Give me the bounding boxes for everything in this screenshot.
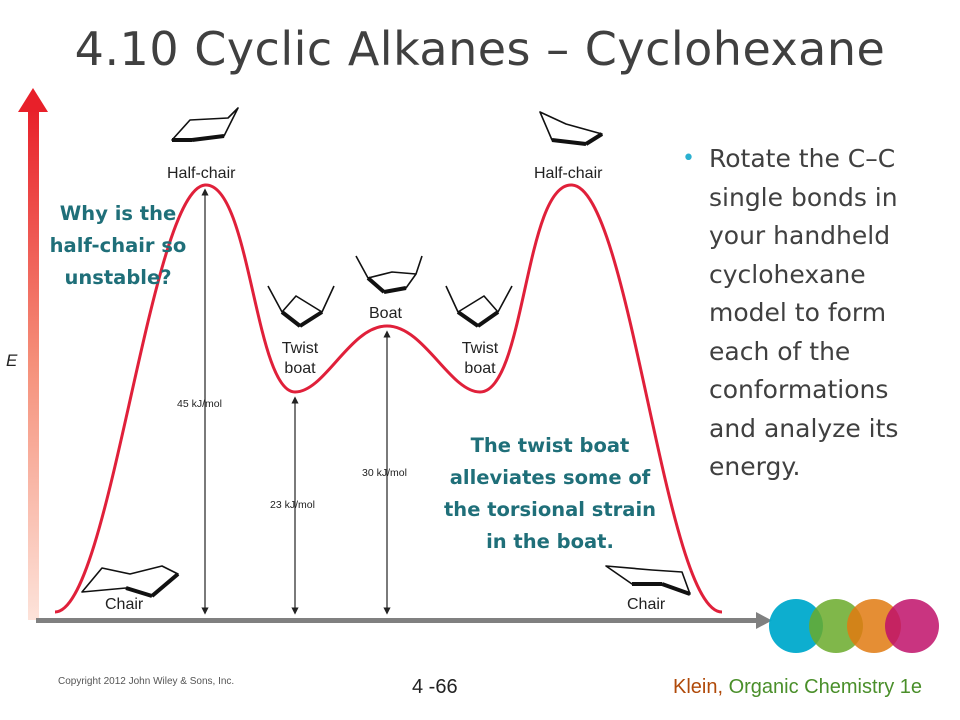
twistboat-left-label-2: boat xyxy=(284,360,316,377)
halfchair-energy-label: 45 kJ/mol xyxy=(177,398,222,410)
y-axis-label: E xyxy=(6,351,18,370)
twistboat-left-molecule-icon xyxy=(267,285,335,328)
bullet-text: Rotate the C–C single bonds in your hand… xyxy=(709,144,899,481)
halfchair-right-label: Half-chair xyxy=(534,165,603,182)
copyright-footer: Copyright 2012 John Wiley & Sons, Inc. xyxy=(58,676,235,687)
boat-molecule-icon xyxy=(355,255,423,294)
halfchair-left-label: Half-chair xyxy=(167,165,236,182)
twistboat-right-molecule-icon xyxy=(445,285,513,328)
bullet-point: • Rotate the C–C single bonds in your ha… xyxy=(682,140,932,487)
twistboat-right-label-1: Twist xyxy=(462,340,499,357)
twistboat-left-label-1: Twist xyxy=(282,340,319,357)
chair-left-molecule-icon xyxy=(81,565,180,598)
citation-book: Organic Chemistry 1e xyxy=(728,676,922,698)
chair-left-label: Chair xyxy=(105,596,144,613)
energy-axis xyxy=(18,88,48,620)
halfchair-note: Why is the half-chair so unstable? xyxy=(49,202,187,289)
citation-author: Klein, xyxy=(673,676,724,698)
slide-title: 4.10 Cyclic Alkanes – Cyclohexane xyxy=(74,22,886,76)
halfchair-left-molecule-icon xyxy=(171,107,239,142)
boat-energy-label: 30 kJ/mol xyxy=(362,467,407,479)
boat-label: Boat xyxy=(369,305,402,322)
baseline-axis xyxy=(36,612,772,629)
chair-right-molecule-icon xyxy=(605,565,691,596)
bullet-dot-icon: • xyxy=(682,146,695,171)
page-number: 4 -66 xyxy=(412,676,458,698)
chair-right-label: Chair xyxy=(627,596,666,613)
halfchair-right-molecule-icon xyxy=(539,111,604,146)
book-citation: Klein, Organic Chemistry 1e xyxy=(673,676,922,699)
energy-curve xyxy=(54,183,723,614)
twistboat-note: The twist boat alleviates some of the to… xyxy=(443,434,657,553)
twistboat-energy-label: 23 kJ/mol xyxy=(270,499,315,511)
decorative-circles-icon xyxy=(769,599,939,653)
twistboat-right-label-2: boat xyxy=(464,360,496,377)
